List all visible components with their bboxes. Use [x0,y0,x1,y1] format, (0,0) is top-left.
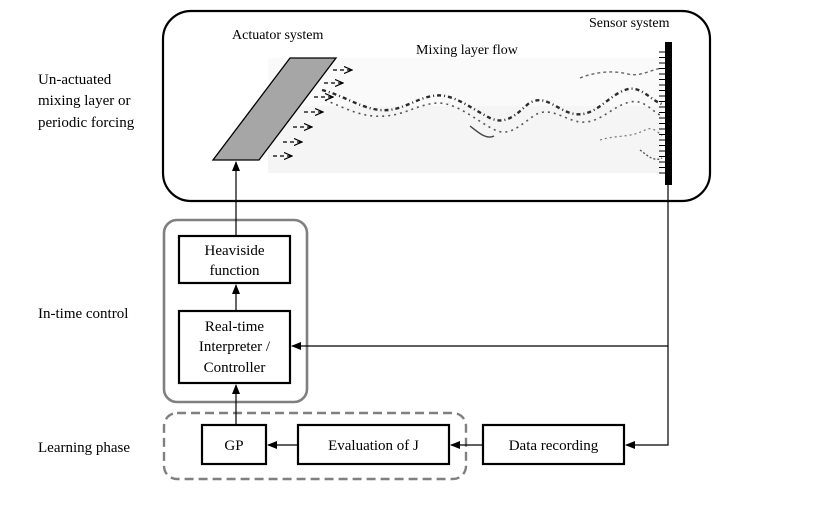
actuator-slot [211,57,338,161]
mixing-layer-flow-image [268,58,663,173]
mixing-layer-flow-label: Mixing layer flow [416,43,519,58]
side-label-learning-phase: Learning phase [38,440,130,456]
controller-block: Real-time Interpreter / Controller [177,309,292,385]
arrow-sensor-to-recording [625,185,669,449]
evaluation-label: Evaluation of J [328,438,419,454]
gp-label: GP [224,438,243,454]
side-label-unactuated-3: periodic forcing [38,115,135,131]
side-label-in-time-control: In-time control [38,306,128,322]
heaviside-line-1: Heaviside [205,243,265,259]
controller-line-3: Controller [204,360,266,376]
evaluation-block: Evaluation of J [296,423,451,466]
heaviside-line-2: function [210,263,260,279]
forcing-arrows [273,70,352,156]
sensor-system-label: Sensor system [589,16,670,31]
data-recording-label: Data recording [509,438,599,454]
heaviside-function-block: Heaviside function [177,234,292,285]
gp-block: GP [200,423,268,466]
side-label-unactuated-1: Un-actuated [38,72,112,88]
controller-line-1: Real-time [205,319,264,335]
actuator-system-label: Actuator system [232,28,323,43]
learning-phase-group [162,411,468,481]
data-recording-block: Data recording [481,423,626,466]
controller-line-2: Interpreter / [199,339,271,355]
plant-box [161,9,712,203]
connectors [232,161,669,449]
sensor-rake [659,42,672,185]
side-label-unactuated-2: mixing layer or [38,93,130,109]
